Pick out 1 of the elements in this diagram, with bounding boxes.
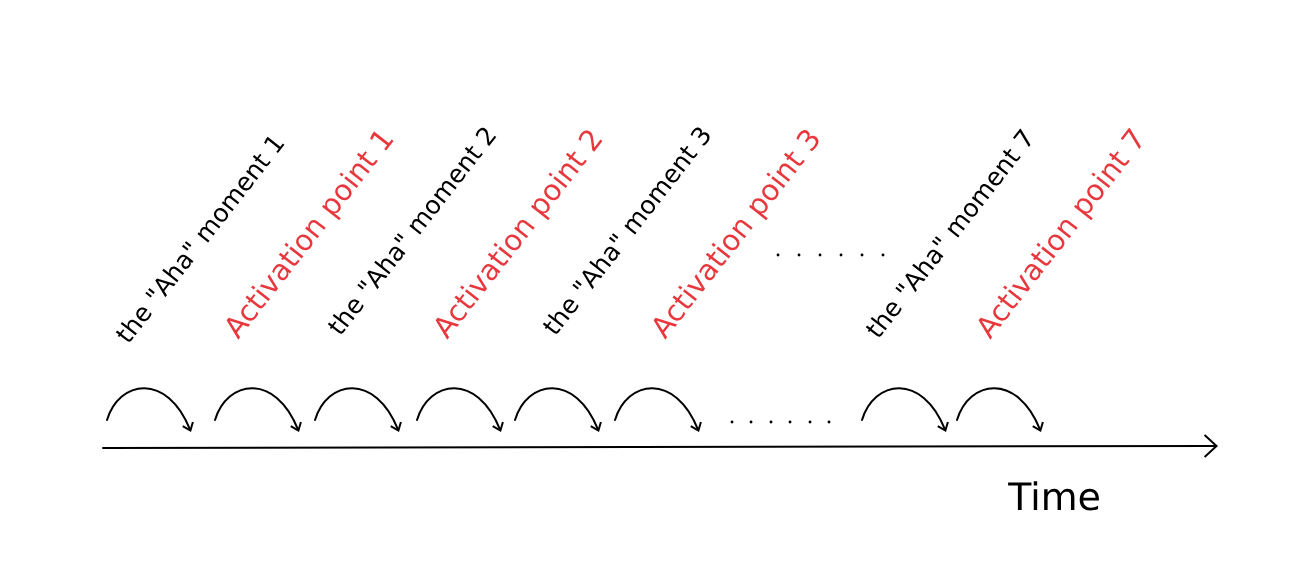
annotation-text: Time (1008, 481, 1099, 511)
